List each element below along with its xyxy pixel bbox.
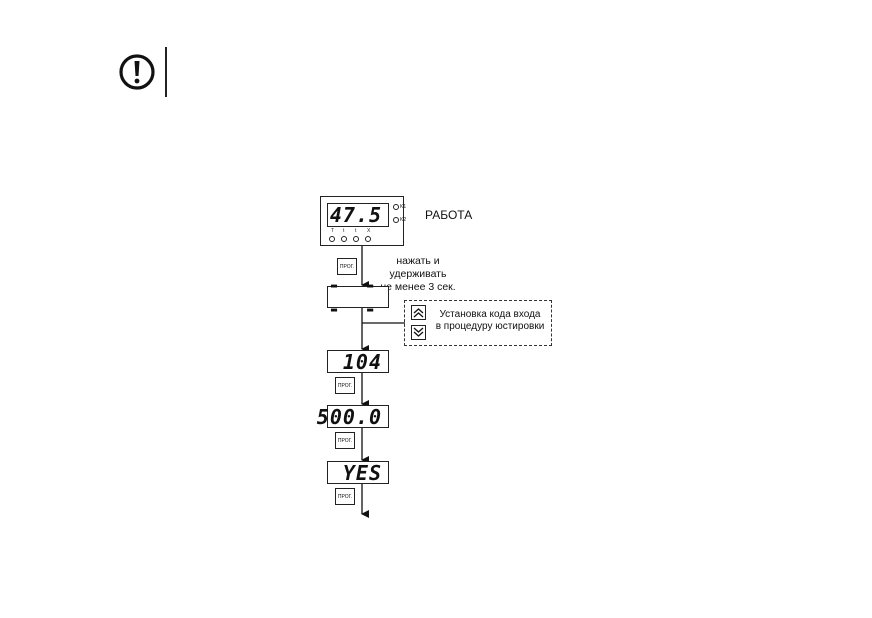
display-dashes: - - - -	[327, 273, 389, 321]
led-label-x: X	[367, 228, 371, 234]
up-button[interactable]	[411, 305, 426, 320]
k1-label: K1	[400, 204, 407, 210]
down-button[interactable]	[411, 325, 426, 340]
hold-instruction-line-2: не менее 3 сек.	[380, 281, 456, 293]
led-t1	[341, 236, 347, 242]
device-panel: 47.5 K1 K2 T t t X	[320, 196, 407, 246]
prog-button-1[interactable]: ПРОГ.	[337, 258, 357, 275]
prog-button-4[interactable]: ПРОГ.	[335, 488, 355, 505]
k2-label: K2	[400, 217, 407, 223]
code-entry-box	[404, 300, 552, 346]
prog-button-2[interactable]: ПРОГ.	[335, 377, 355, 394]
led-label-t: T	[331, 228, 335, 234]
led-t	[329, 236, 335, 242]
warning-divider	[165, 47, 167, 97]
code-entry-text: Установка кода входа в процедуру юстиров…	[432, 309, 548, 333]
prog-button-3[interactable]: ПРОГ.	[335, 432, 355, 449]
exclamation-circle-icon	[119, 54, 155, 90]
led-t2	[353, 236, 359, 242]
display-code: 104	[327, 350, 389, 374]
state-label: РАБОТА	[425, 208, 473, 222]
led-label-t1: t	[343, 228, 345, 234]
code-entry-line-1: Установка кода входа	[439, 309, 541, 320]
code-entry-line-2: в процедуру юстировки	[435, 321, 545, 332]
k1-led	[393, 204, 399, 210]
double-chevron-down-icon	[413, 327, 424, 337]
device-display: 47.5	[327, 203, 389, 227]
display-value: 500.0	[317, 405, 389, 429]
led-label-t2: t	[355, 228, 357, 234]
double-chevron-up-icon	[413, 308, 424, 318]
k2-led	[393, 217, 399, 223]
hold-instruction: нажать и удерживать не менее 3 сек.	[372, 255, 464, 294]
display-confirm: YES	[327, 461, 389, 485]
hold-instruction-line-1: нажать и удерживать	[389, 255, 447, 280]
led-x	[365, 236, 371, 242]
